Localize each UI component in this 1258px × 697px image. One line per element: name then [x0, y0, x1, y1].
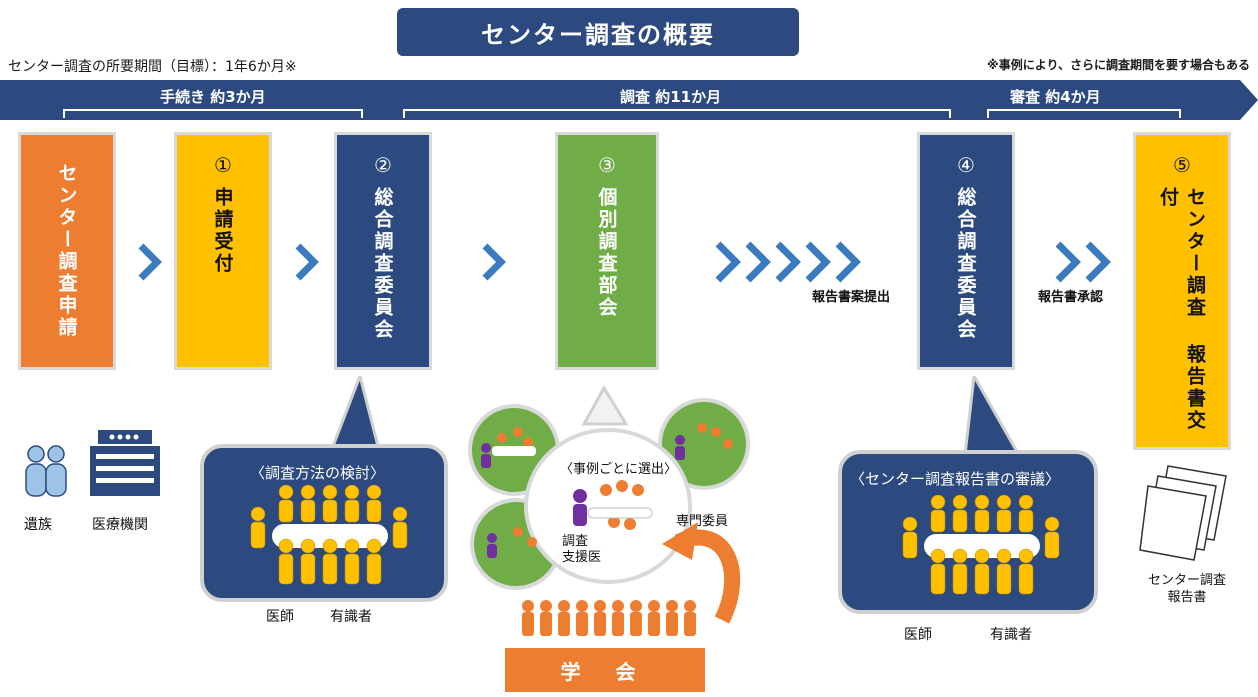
chevron-right-icon: [482, 243, 506, 281]
hospital-label: 医療機関: [92, 517, 148, 533]
phase-delivery: ⑤ センター調査 報告書交付: [1133, 132, 1231, 450]
label-approve: 報告書承認: [1038, 290, 1104, 305]
phase-committee2: ④ 総合調査委員会: [917, 132, 1015, 370]
phase-request: センター調査申請: [18, 132, 116, 370]
specialist-label: 専門委員: [676, 514, 729, 529]
phase-delivery-label: センター調査 報告書交付: [1157, 187, 1206, 432]
phase-committee2-num: ④: [957, 153, 975, 177]
meeting-icon: [250, 484, 408, 585]
phase-delivery-num: ⑤: [1173, 153, 1191, 177]
chevron-right-icon: [295, 243, 319, 281]
phase-committee2-label: 総合調査委員会: [954, 187, 977, 341]
chevron-multi-icon: [715, 241, 861, 283]
doctor-label: 医師: [266, 609, 294, 625]
label-draft-submit: 報告書案提出: [812, 290, 891, 305]
phase-accept-label: 申請受付: [211, 187, 234, 275]
family-icon: [25, 445, 67, 497]
band-investigation: 調査 約11か月: [620, 88, 722, 106]
chevron-double-icon: [1055, 241, 1111, 283]
phase-subcommittee-num: ③: [598, 153, 616, 177]
chevron-right-icon: [138, 243, 162, 281]
band-review: 審査 約4か月: [1010, 88, 1101, 106]
doctor2-label: 医師: [904, 627, 932, 643]
expert-label: 有識者: [330, 609, 372, 625]
report-label: センター調査 報告書: [1148, 573, 1227, 605]
family-label: 遺族: [24, 517, 52, 533]
subcommittee-cluster: [468, 385, 750, 636]
timeline-band: [0, 80, 1258, 120]
gakkai-box: 学 会: [505, 648, 705, 692]
center-title: 〈事例ごとに選出〉: [560, 462, 678, 477]
hospital-icon: [90, 430, 160, 496]
bubble-report-title: 〈センター調査報告書の審議〉: [850, 470, 1061, 488]
phase-request-label: センター調査申請: [55, 163, 78, 339]
bubble-method: [200, 444, 448, 602]
phase-committee1-num: ②: [374, 153, 392, 177]
period-note: センター調査の所要期間（目標）：1年6か月※: [8, 59, 297, 75]
band-procedure: 手続き 約3か月: [160, 88, 266, 106]
page-title: センター調査の概要: [397, 8, 799, 56]
phase-accept: ① 申請受付: [174, 132, 272, 370]
document-icon: [1139, 465, 1227, 561]
footnote: ※事例により、さらに調査期間を要す場合もある: [987, 58, 1250, 72]
meeting-icon: [902, 494, 1060, 595]
phase-committee1: ② 総合調査委員会: [334, 132, 432, 370]
support-doctor-label: 調査 支援医: [562, 534, 602, 565]
phase-accept-num: ①: [214, 153, 232, 177]
phase-subcommittee-label: 個別調査部会: [595, 187, 618, 319]
bubble-method-title: 〈調査方法の検討〉: [250, 464, 386, 482]
expert2-label: 有識者: [990, 627, 1032, 643]
phase-committee1-label: 総合調査委員会: [371, 187, 394, 341]
phase-subcommittee: ③ 個別調査部会: [555, 132, 659, 370]
